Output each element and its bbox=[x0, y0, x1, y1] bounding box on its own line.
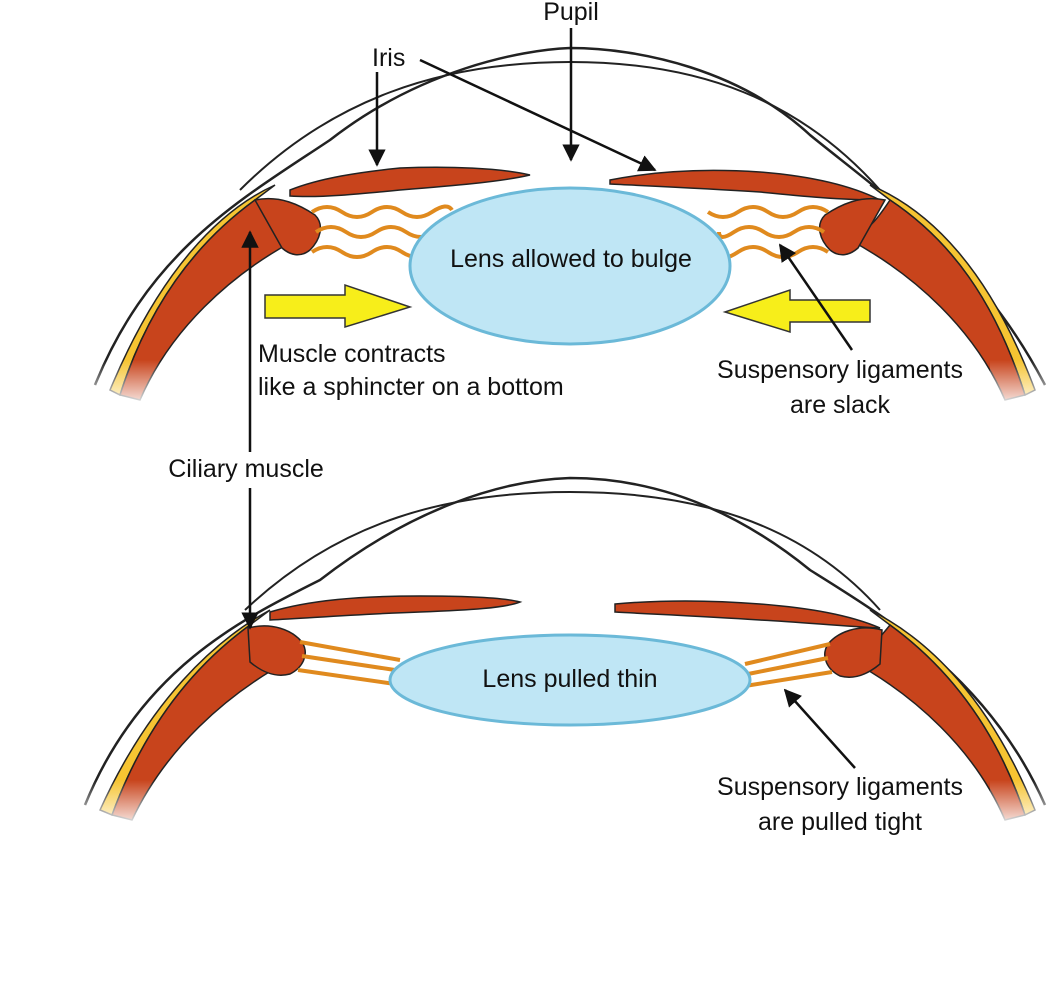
bottom-ligaments-tight-right bbox=[744, 642, 833, 688]
bottom-fade-right bbox=[990, 780, 1060, 830]
ciliary-muscle-label: Ciliary muscle bbox=[168, 455, 324, 483]
top-push-arrow-right bbox=[722, 288, 871, 334]
bottom-ciliary-right bbox=[824, 627, 883, 678]
top-push-arrow-left bbox=[264, 283, 413, 329]
bottom-ciliary-left bbox=[247, 625, 306, 676]
ligaments-slack-label-2: are slack bbox=[790, 391, 891, 419]
ligaments-slack-label-1: Suspensory ligaments bbox=[717, 356, 963, 384]
muscle-contracts-label-1: Muscle contracts bbox=[258, 340, 446, 368]
bottom-eye bbox=[70, 476, 1060, 830]
muscle-contracts-label-2: like a sphincter on a bottom bbox=[258, 373, 564, 401]
top-fade-right bbox=[990, 360, 1060, 410]
ligaments-slack-arrow bbox=[778, 243, 854, 351]
pupil-label: Pupil bbox=[543, 0, 599, 26]
top-iris-left bbox=[289, 166, 531, 198]
bottom-iris-right bbox=[614, 600, 881, 629]
top-ciliary-right bbox=[818, 197, 887, 256]
iris-arrow-right bbox=[419, 58, 657, 172]
ligaments-tight-arrow bbox=[783, 688, 856, 769]
lens-thin-label: Lens pulled thin bbox=[482, 665, 657, 693]
top-iris-right bbox=[609, 169, 881, 201]
bottom-ligaments-tight-left bbox=[297, 640, 401, 686]
pointer-arrows bbox=[241, 28, 856, 769]
iris-label: Iris bbox=[372, 44, 405, 72]
bottom-iris-left bbox=[269, 595, 523, 621]
top-ligaments-slack-right bbox=[706, 205, 830, 259]
ligaments-tight-label-2: are pulled tight bbox=[758, 808, 922, 836]
bottom-fade-left bbox=[70, 780, 155, 830]
lens-bulge-label: Lens allowed to bulge bbox=[450, 245, 692, 273]
top-ciliary-left bbox=[253, 197, 322, 256]
bottom-lens bbox=[388, 633, 752, 727]
bottom-cornea bbox=[244, 490, 881, 611]
top-lens bbox=[408, 186, 732, 346]
top-fade-left bbox=[80, 360, 160, 410]
ligaments-tight-label-1: Suspensory ligaments bbox=[717, 773, 963, 801]
